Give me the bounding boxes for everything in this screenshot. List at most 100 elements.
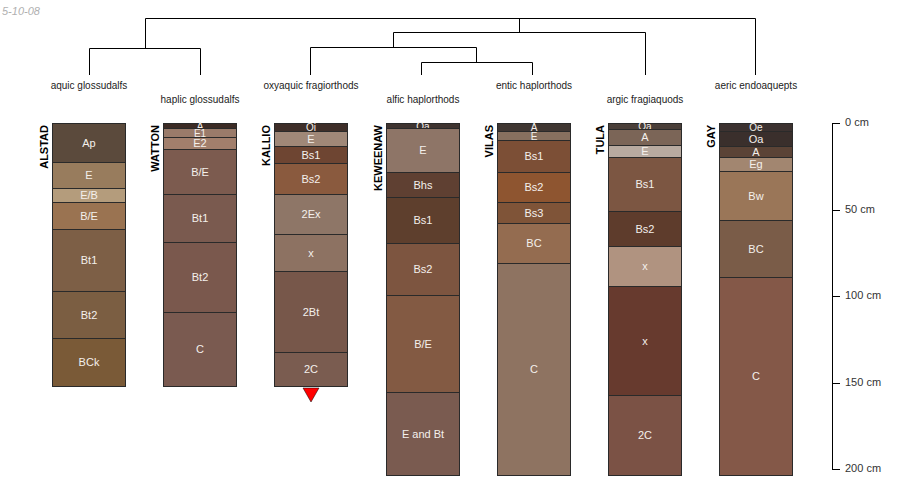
horizon-label: Bhs [414,180,433,191]
soil-profile: argic fragiaquodsTULAOaAEBs1Bs2xx2C [608,123,682,475]
soil-horizon: x [608,286,682,396]
horizon-label: Bw [748,191,763,202]
horizon-label: A [752,147,759,158]
soil-horizon: 2C [608,395,682,476]
soil-horizon: Bt1 [163,194,237,243]
horizon-label: Bs1 [636,179,655,190]
soil-horizon: Eg [719,157,793,172]
horizon-label: x [308,248,314,259]
taxon-label: aquic glossudalfs [51,80,128,91]
depth-label: 150 cm [845,376,881,388]
horizon-label: E/B [80,190,98,201]
soil-horizon: Bs2 [608,211,682,247]
soil-horizon: 2Bt [274,271,348,353]
axis-tick [832,469,840,470]
soil-profile: alfic haplorthodsKEWEENAWOaEBhsBs1Bs2B/E… [386,123,460,475]
horizon-label: Bt2 [192,272,209,283]
horizon-label: 2C [304,364,318,375]
depth-label: 50 cm [845,203,875,215]
soil-horizon: x [274,234,348,272]
soil-horizon: Bs1 [386,197,460,244]
horizon-label: Bt1 [81,255,98,266]
taxon-label: entic haplorthods [496,80,572,91]
soil-profile: oxyaquic fragiorthodsKALLIOOiEBs1Bs22Exx… [274,123,348,386]
date-watermark: 5-10-08 [2,5,40,17]
soil-horizon: Oa [719,131,793,147]
soil-horizon: Bhs [386,172,460,198]
horizon-label: C [530,364,538,375]
bottom-marker [303,388,319,402]
horizon-label: x [642,261,648,272]
taxon-label: aeric endoaquepts [715,80,797,91]
soil-horizon: Bw [719,171,793,221]
profile-name: GAY [705,125,717,148]
taxon-label: haplic glossudalfs [161,94,240,105]
soil-horizon: Bt2 [163,242,237,313]
soil-horizon: 2C [274,352,348,387]
horizon-label: 2Bt [303,307,320,318]
dendrogram-branch [311,19,646,76]
soil-horizon: C [497,263,571,476]
soil-horizon: BCk [52,338,126,387]
taxon-label: oxyaquic fragiorthods [263,80,358,91]
soil-horizon: Bt1 [52,229,126,292]
soil-horizon: Bs3 [497,202,571,224]
horizon-label: BCk [79,357,100,368]
soil-horizon: Bs1 [274,146,348,164]
horizon-label: Bt1 [192,213,209,224]
profile-name: TULA [594,125,606,154]
soil-horizon: B/E [163,149,237,195]
horizon-label: A [641,132,648,143]
soil-horizon: A [608,129,682,146]
soil-horizon: Bs2 [274,163,348,195]
horizon-label: E [419,145,426,156]
soil-horizon: B/E [386,295,460,393]
soil-profile: haplic glossudalfsWATTONAE1E2B/EBt1Bt2C [163,123,237,386]
soil-profile: aquic glossudalfsALSTADApEE/BB/EBt1Bt2BC… [52,123,126,386]
horizon-label: BC [526,238,541,249]
horizon-label: Eg [749,159,762,170]
dendrogram [90,19,756,76]
soil-horizon: BC [719,220,793,278]
soil-profile: aeric endoaqueptsGAYOeOaAEgBwBCC [719,123,793,475]
horizon-label: 2Ex [302,209,321,220]
taxon-label: argic fragiaquods [607,94,684,105]
horizon-label: E2 [193,138,206,149]
soil-horizon: C [719,277,793,476]
soil-horizon: Bt2 [52,291,126,339]
horizon-label: Bs1 [302,150,321,161]
horizon-label: Bt2 [81,310,98,321]
horizon-label: E [641,146,648,157]
soil-profile: entic haplorthodsVILASAEBs1Bs2Bs3BCC [497,123,571,475]
depth-label: 100 cm [845,289,881,301]
profile-name: VILAS [483,125,495,157]
profile-name: WATTON [149,125,161,172]
soil-horizon: Bs1 [608,157,682,212]
soil-horizon: x [608,246,682,287]
horizon-label: x [642,336,648,347]
horizon-label: E [85,170,92,181]
soil-horizon: E [386,128,460,173]
horizon-label: C [752,371,760,382]
horizon-label: E and Bt [402,429,444,440]
horizon-label: B/E [80,211,98,222]
soil-horizon: C [163,312,237,387]
profile-name: KEWEENAW [372,125,384,191]
horizon-label: B/E [191,167,209,178]
soil-horizon: E [52,162,126,189]
soil-horizon: E [274,131,348,147]
soil-horizon: BC [497,223,571,264]
depth-axis [832,123,840,470]
soil-horizon: Bs2 [386,243,460,296]
profile-name: ALSTAD [38,125,50,169]
horizon-label: Bs2 [414,264,433,275]
horizon-label: Bs2 [636,224,655,235]
axis-tick [832,383,840,384]
soil-horizon: 2Ex [274,194,348,235]
soil-horizon: E/B [52,188,126,203]
depth-label: 200 cm [845,462,881,474]
horizon-label: Ap [82,138,95,149]
horizon-label: BC [748,244,763,255]
depth-label: 0 cm [845,116,869,128]
axis-tick [832,123,840,124]
